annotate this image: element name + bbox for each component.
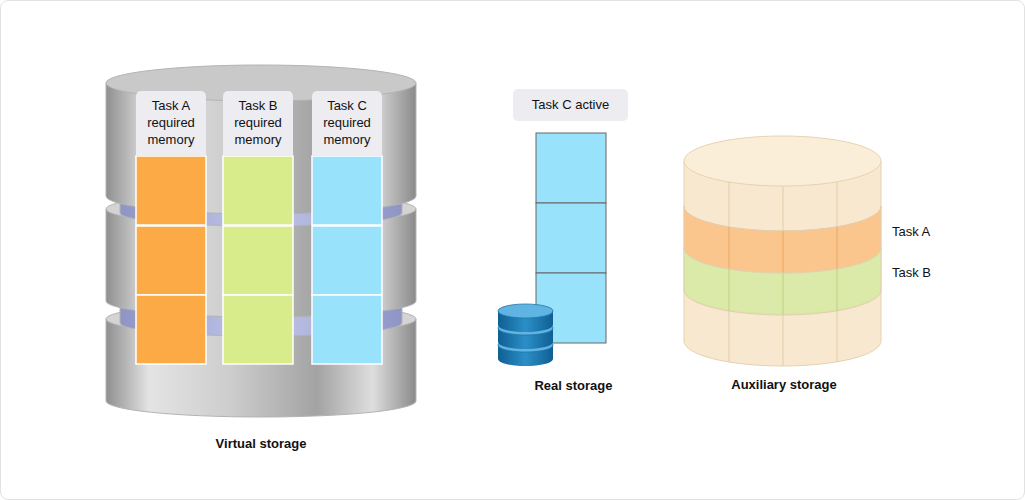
memory-block [312,295,382,364]
memory-block [136,226,206,295]
memory-block [536,203,606,273]
memory-block [136,156,206,225]
storage-band [684,248,881,315]
grid-line [837,227,838,269]
node-label: Task C required memory [312,91,382,156]
memory-block [136,295,206,364]
cylinder-body [684,161,881,366]
shape-outline [684,248,881,315]
grid-line [837,269,838,311]
task-memory-column: Task A required memory [136,91,206,364]
node-label: Auxiliary storage [684,376,884,393]
storage-band: Task B [684,248,944,315]
cylinder-top [684,136,881,186]
task-memory-column: Task C required memory [312,91,382,364]
node-label: Task A required memory [136,91,206,156]
node-label: Task A [892,223,952,240]
shape-outline [501,131,646,376]
memory-block [536,133,606,203]
disk-icon-top [498,304,553,318]
auxiliary-storage-cylinder: Auxiliary storageTask ATask B [684,136,884,401]
memory-block [223,156,293,225]
node-label: Real storage [501,377,646,394]
grid-line [729,227,730,269]
memory-block [312,156,382,225]
storage-band [684,206,881,273]
grid-line [783,186,784,366]
task-memory-column: Task B required memory [223,91,293,364]
grid-line [837,182,838,362]
status-box: Task C active [513,89,628,121]
node-label: Task C active [513,96,628,113]
virtual-storage-cylinder: Virtual storage Task A required memory Tas… [106,61,416,456]
grid-line [783,231,784,273]
memory-block [312,226,382,295]
memory-block [223,295,293,364]
node-label: Virtual storage [106,435,416,452]
node-label: Task B required memory [223,91,293,156]
grid-line [729,182,730,362]
real-storage-column: Real storage [501,131,646,396]
grid-line [783,273,784,315]
shape-outline [684,206,881,273]
storage-band: Task A [684,206,944,273]
grid-line [729,269,730,311]
node-label: Task B [892,264,952,281]
memory-block [223,226,293,295]
